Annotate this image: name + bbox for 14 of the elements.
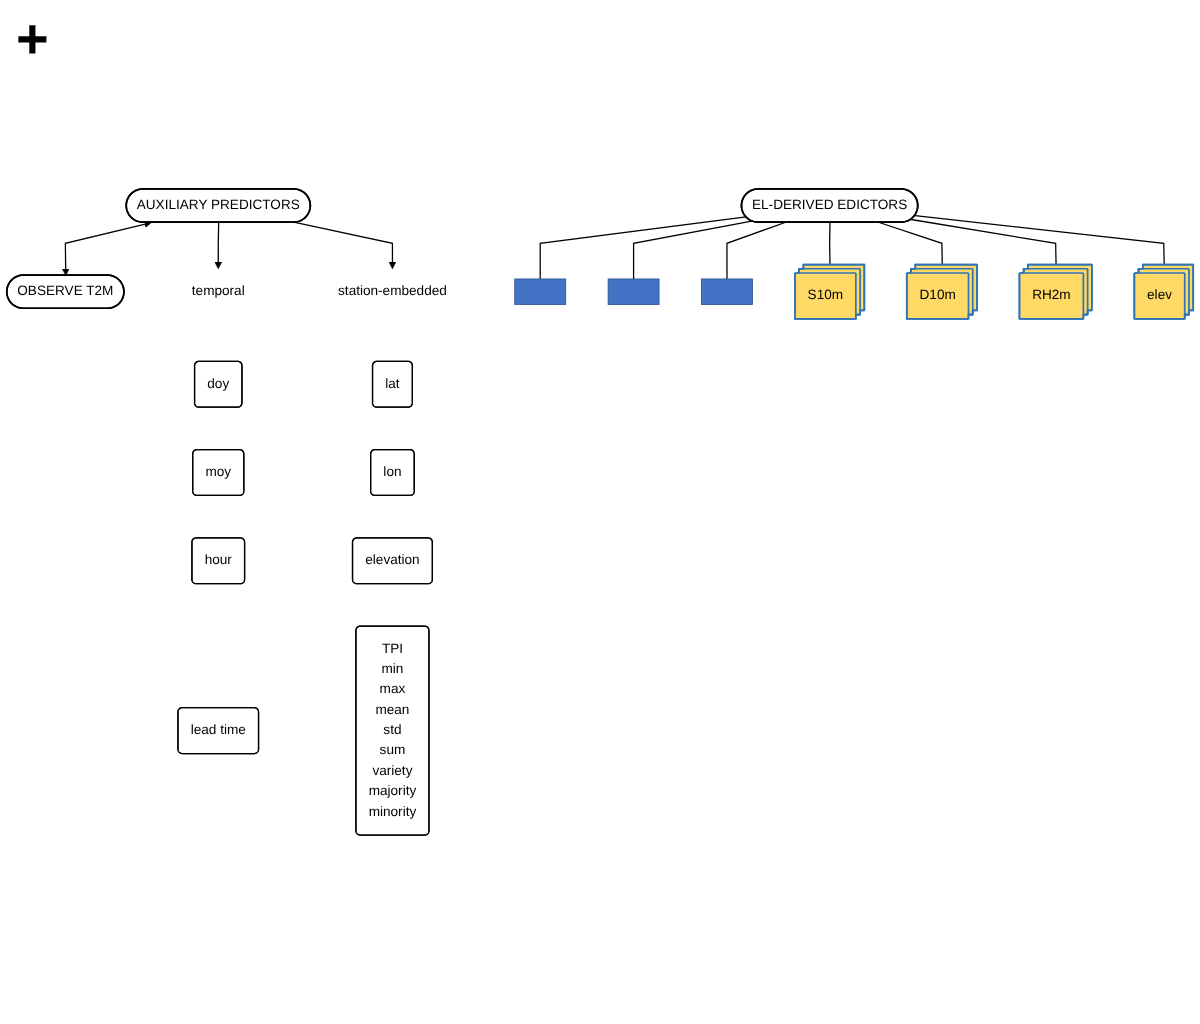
connector xyxy=(910,218,1057,266)
node-box xyxy=(607,278,660,305)
arrow xyxy=(61,220,152,276)
connector xyxy=(632,220,753,280)
connector xyxy=(828,221,831,266)
connector xyxy=(726,221,786,280)
arrow xyxy=(214,221,222,270)
arrow xyxy=(294,221,397,270)
node-box xyxy=(701,278,753,305)
connector xyxy=(914,214,1165,266)
connector xyxy=(539,216,747,280)
plus-sign: + xyxy=(16,8,49,72)
node-box xyxy=(514,278,567,305)
connector xyxy=(878,221,943,266)
